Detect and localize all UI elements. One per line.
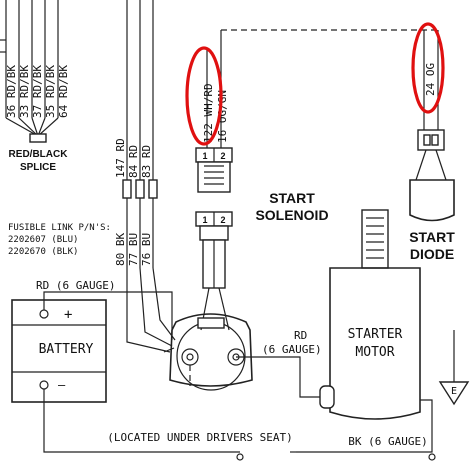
starter-wire-label-rd: RD	[294, 329, 307, 342]
starter-motor	[189, 209, 433, 453]
wire-label-77: 77 BU	[127, 233, 140, 266]
upper-connector	[195, 147, 233, 193]
wire-label-64: 64 RD/BK	[57, 65, 70, 118]
wire-label-147: 147 RD	[114, 138, 127, 178]
connector-wires	[206, 29, 438, 148]
left-wire-bundle	[0, 0, 59, 143]
middle-wire-bundle	[122, 0, 176, 353]
highlight-ellipse-connector	[185, 46, 223, 146]
ground-wire-end	[236, 453, 436, 461]
battery	[11, 291, 240, 453]
wire-label-122-whrd: 122 WH/RD	[202, 83, 215, 143]
fusible-link-pn-blk: 2202670 (BLK)	[8, 247, 78, 257]
starter-wire-label-gauge: (6 GAUGE)	[262, 343, 322, 356]
start-diode	[409, 30, 455, 222]
battery-minus: —	[58, 378, 66, 392]
start-diode-label-1: START	[409, 229, 455, 245]
battery-label: BATTERY	[39, 342, 94, 357]
battery-plus: +	[64, 307, 72, 323]
ground-wire-label: BK (6 GAUGE)	[348, 435, 427, 448]
solenoid-terminal-left	[181, 348, 199, 366]
splice-label-bottom: SPLICE	[20, 162, 56, 173]
start-solenoid	[163, 313, 253, 391]
wire-label-76: 76 BU	[140, 233, 153, 266]
battery-negative-terminal	[39, 380, 49, 390]
starter-motor-label-1: STARTER	[348, 327, 403, 342]
ground-symbol	[438, 330, 470, 406]
wire-label-33: 33 RD/BK	[18, 65, 31, 118]
ground-label: E	[451, 386, 457, 397]
wire-label-80: 80 BK	[114, 233, 127, 266]
fusible-link-pn-blu: 2202607 (BLU)	[8, 235, 78, 245]
wire-label-36: 36 RD/BK	[5, 65, 18, 118]
starter-motor-label-2: MOTOR	[355, 345, 394, 360]
wire-label-37: 37 RD/BK	[31, 65, 44, 118]
lower-connector-pin-2: 2	[220, 215, 225, 225]
location-note: (LOCATED UNDER DRIVERS SEAT)	[107, 431, 292, 444]
fusible-link-3	[148, 179, 158, 199]
start-diode-label-2: DIODE	[410, 246, 454, 262]
upper-connector-pin-2: 2	[220, 151, 225, 161]
lower-connector-pin-1: 1	[202, 215, 207, 225]
wire-label-35: 35 RD/BK	[44, 65, 57, 118]
start-solenoid-label-2: SOLENOID	[255, 207, 328, 223]
upper-connector-pin-1: 1	[202, 151, 207, 161]
starter-terminal-post	[319, 385, 335, 409]
start-solenoid-label-1: START	[269, 190, 315, 206]
fusible-link-2	[135, 179, 145, 199]
wire-label-84: 84 RD	[127, 145, 140, 178]
fusible-link-title: FUSIBLE LINK P/N'S:	[8, 223, 111, 233]
splice-block	[29, 133, 47, 143]
splice-label-top: RED/BLACK	[9, 149, 69, 160]
wire-label-83: 83 RD	[140, 145, 153, 178]
wire-label-24-og: 24 OG	[424, 63, 437, 96]
highlight-ellipse-diode	[411, 22, 445, 114]
lower-connector	[195, 211, 233, 331]
battery-wire-label: RD (6 GAUGE)	[36, 279, 115, 292]
fusible-link-1	[122, 179, 132, 199]
battery-positive-terminal	[39, 309, 49, 319]
